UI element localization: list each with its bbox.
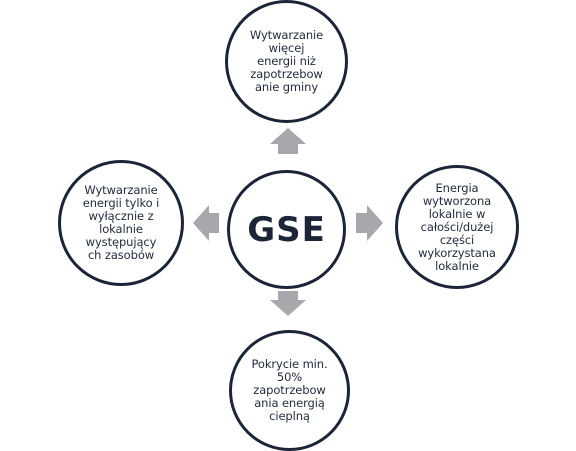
node-right-text: Energia wytworzona lokalnie w całości/du… xyxy=(418,180,496,273)
arrow-up-icon xyxy=(270,128,306,154)
node-bottom-circle: Pokrycie min. 50% zapotrzebow ania energ… xyxy=(229,330,350,451)
node-right-circle: Energia wytworzona lokalnie w całości/du… xyxy=(395,165,519,289)
node-left-circle: Wytwarzanie energii tylko i wyłącznie z … xyxy=(58,160,184,286)
arrow-down-icon xyxy=(270,291,306,316)
arrow-left-icon xyxy=(193,205,219,241)
node-top-text: Wytwarzanie więcej energii niż zapotrzeb… xyxy=(249,28,324,94)
node-top-circle: Wytwarzanie więcej energii niż zapotrzeb… xyxy=(225,0,348,123)
arrow-right-icon xyxy=(356,205,383,241)
center-circle: GSE xyxy=(227,170,346,289)
node-bottom-text: Pokrycie min. 50% zapotrzebow ania energ… xyxy=(251,357,328,423)
center-label: GSE xyxy=(247,209,326,250)
node-left-text: Wytwarzanie energii tylko i wyłącznie z … xyxy=(82,183,160,262)
